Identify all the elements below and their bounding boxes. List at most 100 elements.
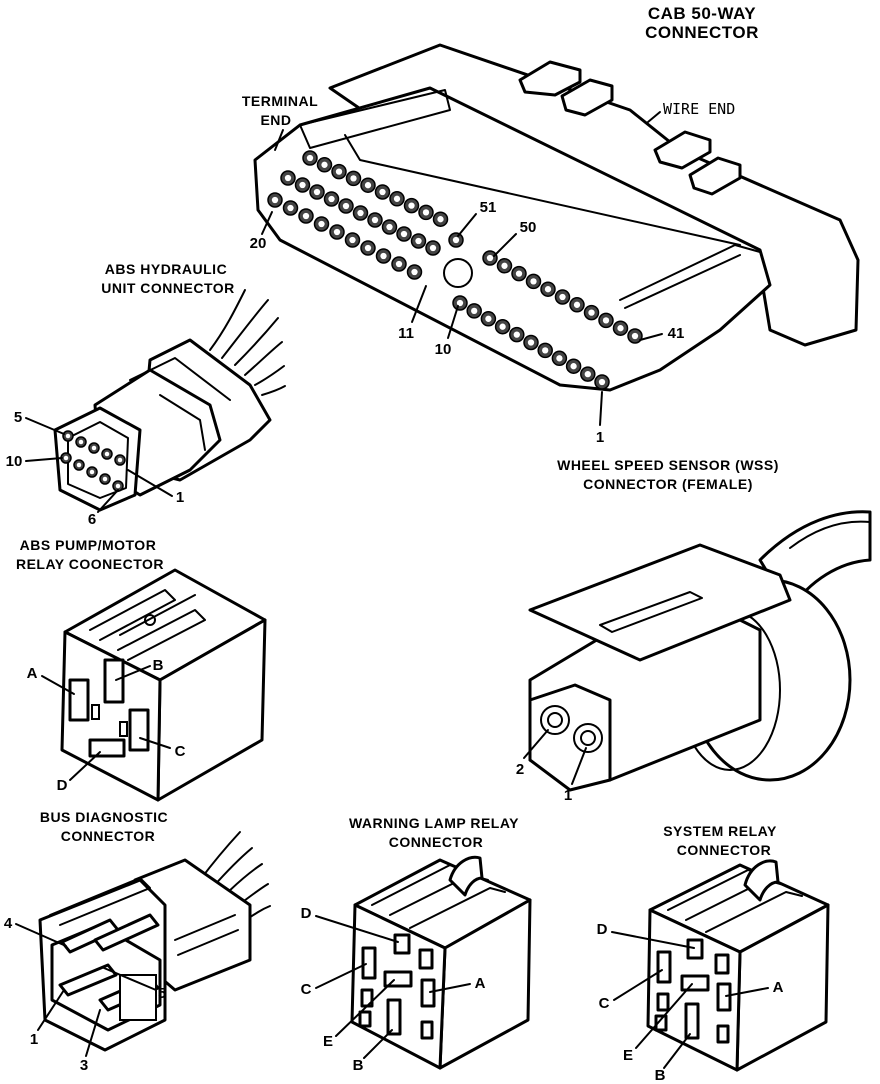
- wire: [221, 299, 269, 359]
- abs-pump-relay-cavity-a: [68, 678, 90, 722]
- cab-pin-socket: [335, 168, 343, 175]
- warning-lamp-pin-label-b: B: [353, 1057, 364, 1074]
- leader-line: [571, 747, 587, 785]
- bus-diagnostic-top-rail: [49, 877, 151, 926]
- leader-line: [37, 989, 65, 1031]
- cab-pin-socket: [570, 363, 577, 370]
- system-relay-pin-label-b: B: [655, 1067, 666, 1084]
- warning-lamp-pin-label-c: C: [301, 981, 312, 998]
- warning-lamp-latch-hook: [448, 855, 484, 897]
- wire: [234, 317, 279, 366]
- abs-pump-relay-cavity-c: [128, 708, 150, 752]
- cab-pin-socket: [395, 260, 403, 268]
- abs-hydraulic-pin-socket: [115, 483, 121, 489]
- system-relay-cavity: [716, 1024, 730, 1044]
- cab-connector-pin-field: [267, 150, 643, 390]
- cab-pin-socket: [544, 286, 552, 293]
- abs-pump-relay-pin-label-d: D: [57, 777, 68, 794]
- leader-line: [613, 969, 663, 1001]
- bus-diagnostic-pin-label-5: 5: [158, 985, 166, 1002]
- abs-hydraulic-pin-label-10: 10: [6, 453, 23, 470]
- abs-pump-relay-small-slot: [91, 704, 100, 720]
- abs-pump-relay-top-slot: [119, 594, 196, 636]
- cab-pin-socket: [318, 220, 325, 228]
- cab-pin-socket: [333, 228, 341, 236]
- leader-line: [85, 1009, 101, 1057]
- cab-pin-socket: [422, 209, 430, 216]
- wire: [209, 289, 246, 351]
- system-relay-cavity-c: [656, 950, 672, 984]
- cab-pin-label-11: 11: [398, 325, 414, 342]
- system-relay-latch-hook: [743, 859, 780, 902]
- cab-pin-label-41: 41: [668, 325, 685, 342]
- cab-pin-socket: [306, 154, 314, 162]
- cab-pin-socket: [271, 196, 279, 204]
- system-relay-pin-label-e: E: [623, 1047, 633, 1064]
- leader-line: [457, 213, 477, 237]
- warning-lamp-cavity: [420, 1020, 434, 1040]
- abs-pump-relay-top-slot: [89, 589, 176, 641]
- leader-line: [15, 923, 67, 947]
- cab-pin-socket: [371, 216, 379, 224]
- system-relay-cavity-e: [680, 974, 710, 992]
- bus-diagnostic-terminal-1: [58, 963, 118, 997]
- leader-line: [335, 979, 395, 1037]
- wire: [244, 341, 283, 376]
- cab-pin-socket: [486, 254, 494, 262]
- wss-connector: WHEEL SPEED SENSOR (WSS) CONNECTOR (FEMA…: [516, 457, 872, 804]
- leader-line: [725, 987, 769, 997]
- leader-line: [363, 1029, 393, 1059]
- leader-line: [635, 983, 693, 1049]
- abs-hydraulic-pin-socket: [65, 433, 71, 439]
- terminal-end-label-line1: TERMINAL: [242, 93, 318, 109]
- leader-line: [97, 489, 119, 513]
- wss-latch-ridge: [599, 591, 703, 633]
- system-relay-title-line1: SYSTEM RELAY: [663, 823, 777, 839]
- leader-line: [599, 391, 603, 426]
- abs-pump-relay-front: [60, 630, 162, 802]
- warning-lamp-cavity: [358, 1010, 372, 1028]
- leader-line: [127, 469, 173, 497]
- wss-pin-2-socket: [547, 712, 563, 728]
- abs-pump-relay-cavity-d: [88, 738, 126, 758]
- cab-pin-socket: [429, 244, 437, 252]
- cab-pin-socket: [364, 182, 372, 189]
- cab-50-way-connector: CAB 50-WAY CONNECTOR TERMINAL END WIRE E…: [242, 4, 860, 446]
- leader-line: [315, 915, 399, 943]
- abs-pump-relay-connector: ABS PUMP/MOTOR RELAY COONECTOR A B C D: [16, 537, 267, 802]
- abs-hydraulic-pin-socket: [76, 462, 82, 468]
- system-relay-cavity: [654, 1014, 668, 1032]
- cab-pin-socket: [342, 202, 350, 210]
- cab-connector-title-line1: CAB 50-WAY: [648, 4, 756, 23]
- cab-pin-socket: [584, 370, 591, 378]
- bus-diagnostic-terminal: [93, 913, 160, 952]
- cab-pin-socket: [408, 202, 415, 209]
- abs-hydraulic-pin-socket: [104, 451, 110, 457]
- system-relay-cavity-d: [686, 938, 704, 960]
- leader-line: [523, 729, 549, 759]
- wss-pin-2: [540, 705, 570, 735]
- cab-connector-key-hole: [443, 258, 473, 288]
- cab-connector-inner-edge: [344, 134, 741, 246]
- abs-pump-relay-small-slot: [119, 721, 128, 737]
- cab-pin-socket: [350, 175, 357, 182]
- wss-cable-edge: [789, 520, 871, 549]
- cab-pin-socket: [530, 278, 537, 285]
- warning-lamp-pin-label-d: D: [301, 905, 312, 922]
- cab-connector-rail: [624, 254, 741, 309]
- cab-pin-socket: [393, 195, 401, 202]
- warning-lamp-title-line1: WARNING LAMP RELAY: [349, 815, 519, 831]
- cab-pin-socket: [299, 181, 306, 189]
- cab-pin-socket: [598, 378, 606, 386]
- cab-pin-socket: [284, 174, 292, 182]
- cab-pin-socket: [513, 331, 520, 338]
- leader-line: [25, 457, 63, 462]
- abs-hydraulic-latch: [129, 357, 231, 401]
- terminal-end-label-line2: END: [260, 112, 291, 128]
- warning-lamp-relay-connector: WARNING LAMP RELAY CONNECTOR D C A E B: [301, 815, 532, 1074]
- system-relay-cavity-a: [716, 982, 732, 1012]
- cab-pin-socket: [556, 355, 563, 362]
- cab-pin-socket: [400, 230, 408, 238]
- system-relay-connector: SYSTEM RELAY CONNECTOR D A C E B: [597, 823, 830, 1084]
